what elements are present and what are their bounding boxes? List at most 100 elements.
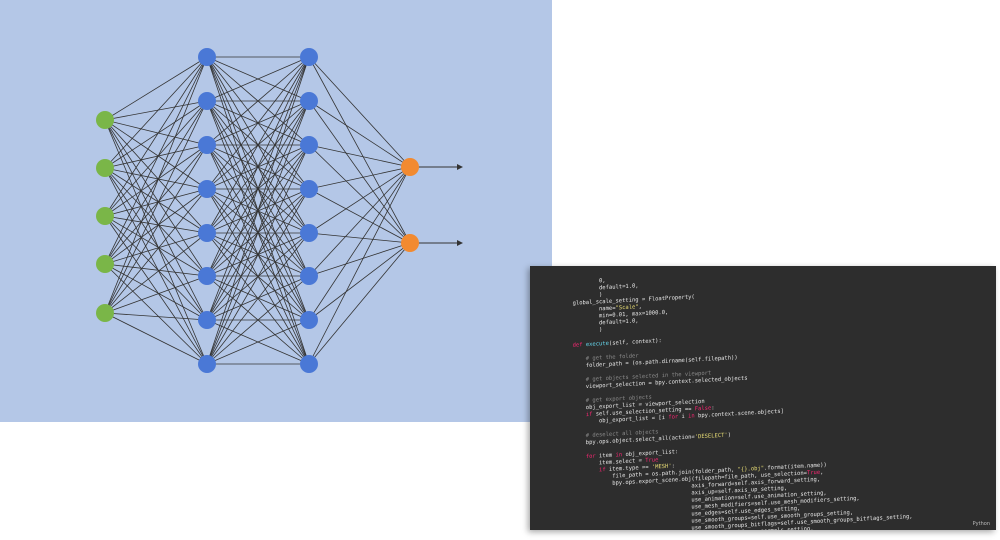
neural-network-diagram xyxy=(96,48,463,373)
connection-edge xyxy=(104,232,208,314)
output-neuron xyxy=(401,234,419,252)
hidden2-neuron xyxy=(300,48,318,66)
connection-edge xyxy=(104,119,208,146)
output-neuron xyxy=(401,158,419,176)
code-editor-screenshot: 0, default=1.0, ) global_scale_setting =… xyxy=(530,266,996,530)
connection-edge xyxy=(308,100,411,244)
connection-edge xyxy=(104,100,208,265)
code-text-area: 0, default=1.0, ) global_scale_setting =… xyxy=(530,266,996,530)
connection-edge xyxy=(104,119,208,234)
connection-edge xyxy=(104,100,208,314)
hidden2-neuron xyxy=(300,355,318,373)
hidden1-neuron xyxy=(198,180,216,198)
connection-edge xyxy=(104,100,208,217)
connection-edge xyxy=(104,119,208,277)
neurons xyxy=(96,48,419,373)
connection-edge xyxy=(206,56,310,102)
connection-edge xyxy=(206,56,310,234)
connection-edge xyxy=(206,319,310,365)
connection-edge xyxy=(104,119,208,190)
connection-edge xyxy=(206,144,310,365)
input-neuron xyxy=(96,111,114,129)
hidden1-neuron xyxy=(198,355,216,373)
connection-edge xyxy=(104,167,208,277)
connection-edge xyxy=(104,167,208,234)
hidden2-neuron xyxy=(300,311,318,329)
connection-edge xyxy=(104,215,208,321)
connection-edge xyxy=(206,232,310,365)
connection-edge xyxy=(104,167,208,321)
connections xyxy=(104,56,411,365)
connection-edge xyxy=(104,144,208,217)
connection-edge xyxy=(104,119,208,365)
connection-edge xyxy=(104,232,208,265)
connection-edge xyxy=(206,56,310,321)
connection-edge xyxy=(308,242,411,321)
connection-edge xyxy=(206,275,310,365)
hidden2-neuron xyxy=(300,224,318,242)
connection-edge xyxy=(206,56,310,277)
hidden1-neuron xyxy=(198,311,216,329)
connection-edge xyxy=(104,144,208,169)
hidden2-neuron xyxy=(300,92,318,110)
connection-edge xyxy=(104,263,208,365)
code-line: ) xyxy=(559,327,603,336)
connection-edge xyxy=(104,100,208,169)
connection-edge xyxy=(104,312,208,321)
hidden1-neuron xyxy=(198,136,216,154)
connection-edge xyxy=(104,312,208,365)
connection-edge xyxy=(308,242,411,365)
neural-network-panel xyxy=(0,0,552,422)
connection-edge xyxy=(104,263,208,277)
connection-edge xyxy=(104,188,208,217)
connection-edge xyxy=(308,56,411,244)
connection-edge xyxy=(308,166,411,277)
connection-edge xyxy=(308,100,411,168)
hidden2-neuron xyxy=(300,136,318,154)
connection-edge xyxy=(104,56,208,121)
connection-edge xyxy=(104,56,208,265)
connection-edge xyxy=(308,166,411,365)
editor-language-status: Python xyxy=(972,521,990,527)
connection-edge xyxy=(206,56,310,146)
connection-edge xyxy=(206,188,310,365)
connection-edge xyxy=(308,144,411,168)
connection-edge xyxy=(308,56,411,168)
connection-edge xyxy=(308,166,411,190)
hidden1-neuron xyxy=(198,48,216,66)
connection-edge xyxy=(104,167,208,365)
connection-edge xyxy=(104,144,208,314)
output-arrows xyxy=(410,164,463,246)
connection-edge xyxy=(104,144,208,265)
connection-edge xyxy=(104,119,208,321)
connection-edge xyxy=(308,232,411,244)
connection-edge xyxy=(104,215,208,365)
hidden1-neuron xyxy=(198,224,216,242)
hidden2-neuron xyxy=(300,267,318,285)
connection-edge xyxy=(206,56,310,190)
input-neuron xyxy=(96,159,114,177)
connection-edge xyxy=(104,167,208,190)
connection-edge xyxy=(104,263,208,321)
code-line: def execute(self, context): xyxy=(572,338,662,349)
connection-edge xyxy=(104,215,208,277)
connection-edge xyxy=(308,166,411,321)
input-neuron xyxy=(96,304,114,322)
connection-edge xyxy=(308,144,411,244)
connection-edge xyxy=(104,215,208,234)
connection-edge xyxy=(308,188,411,244)
hidden1-neuron xyxy=(198,92,216,110)
connection-edge xyxy=(104,275,208,314)
hidden1-neuron xyxy=(198,267,216,285)
input-neuron xyxy=(96,255,114,273)
connection-edge xyxy=(206,100,310,365)
connection-edge xyxy=(104,188,208,265)
hidden2-neuron xyxy=(300,180,318,198)
connection-edge xyxy=(308,166,411,234)
connection-edge xyxy=(206,56,310,365)
connection-edge xyxy=(104,56,208,169)
connection-edge xyxy=(308,242,411,277)
connection-edge xyxy=(104,56,208,217)
input-neuron xyxy=(96,207,114,225)
connection-edge xyxy=(104,188,208,314)
